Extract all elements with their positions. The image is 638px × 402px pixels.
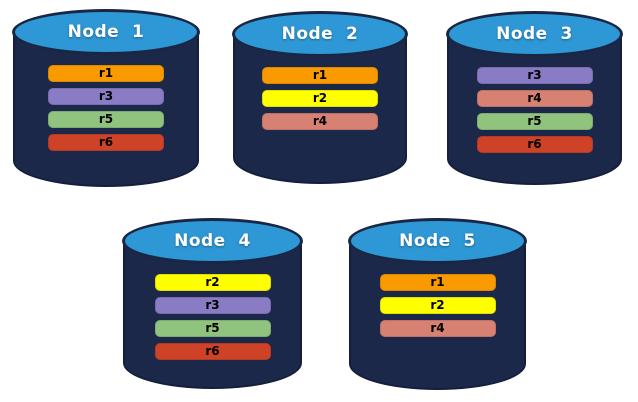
replica-bar-r6: r6 xyxy=(154,343,271,360)
cylinder-body xyxy=(13,32,199,187)
replica-bar-r5: r5 xyxy=(154,320,271,337)
replica-list: r3 r4 r5 r6 xyxy=(446,67,623,153)
cylinder-top: Node 5 xyxy=(348,218,527,264)
replica-list: r2 r3 r5 r6 xyxy=(122,274,303,360)
replica-bar-r5: r5 xyxy=(476,113,593,130)
node-label: Node 4 xyxy=(174,231,251,251)
replica-bar-r2: r2 xyxy=(154,274,271,291)
replica-bar-r6: r6 xyxy=(476,136,593,153)
replica-bar-r1: r1 xyxy=(262,67,378,84)
node-cylinder-4: Node 4 r2 r3 r5 r6 xyxy=(122,218,303,389)
node-cylinder-2: Node 2 r1 r2 r4 xyxy=(232,11,408,184)
replica-bar-r1: r1 xyxy=(48,65,164,82)
cylinder-body xyxy=(123,241,302,389)
replica-bar-r3: r3 xyxy=(154,297,271,314)
replica-bar-r4: r4 xyxy=(262,113,378,130)
cylinder-body xyxy=(349,241,526,390)
cylinder-top: Node 1 xyxy=(12,9,200,55)
replica-list: r1 r2 r4 xyxy=(348,274,527,337)
replica-bar-r4: r4 xyxy=(476,90,593,107)
replica-list: r1 r3 r5 r6 xyxy=(12,65,200,151)
node-label: Node 3 xyxy=(496,24,573,44)
node-label: Node 1 xyxy=(67,22,145,42)
node-label: Node 2 xyxy=(281,24,359,44)
replica-bar-r1: r1 xyxy=(379,274,496,291)
cylinder-top: Node 2 xyxy=(232,11,408,57)
replica-bar-r2: r2 xyxy=(262,90,378,107)
replica-bar-r3: r3 xyxy=(476,67,593,84)
cylinder-body xyxy=(233,34,407,184)
replica-bar-r5: r5 xyxy=(48,111,164,128)
cylinder-top: Node 3 xyxy=(446,11,623,57)
node-cylinder-5: Node 5 r1 r2 r4 xyxy=(348,218,527,390)
node-cylinder-3: Node 3 r3 r4 r5 r6 xyxy=(446,11,623,185)
replica-list: r1 r2 r4 xyxy=(232,67,408,130)
replica-bar-r6: r6 xyxy=(48,134,164,151)
node-label: Node 5 xyxy=(399,231,476,251)
replica-bar-r2: r2 xyxy=(379,297,496,314)
node-cylinder-1: Node 1 r1 r3 r5 r6 xyxy=(12,9,200,187)
cylinder-body xyxy=(447,34,622,185)
replica-bar-r4: r4 xyxy=(379,320,496,337)
replica-bar-r3: r3 xyxy=(48,88,164,105)
cylinder-top: Node 4 xyxy=(122,218,303,264)
